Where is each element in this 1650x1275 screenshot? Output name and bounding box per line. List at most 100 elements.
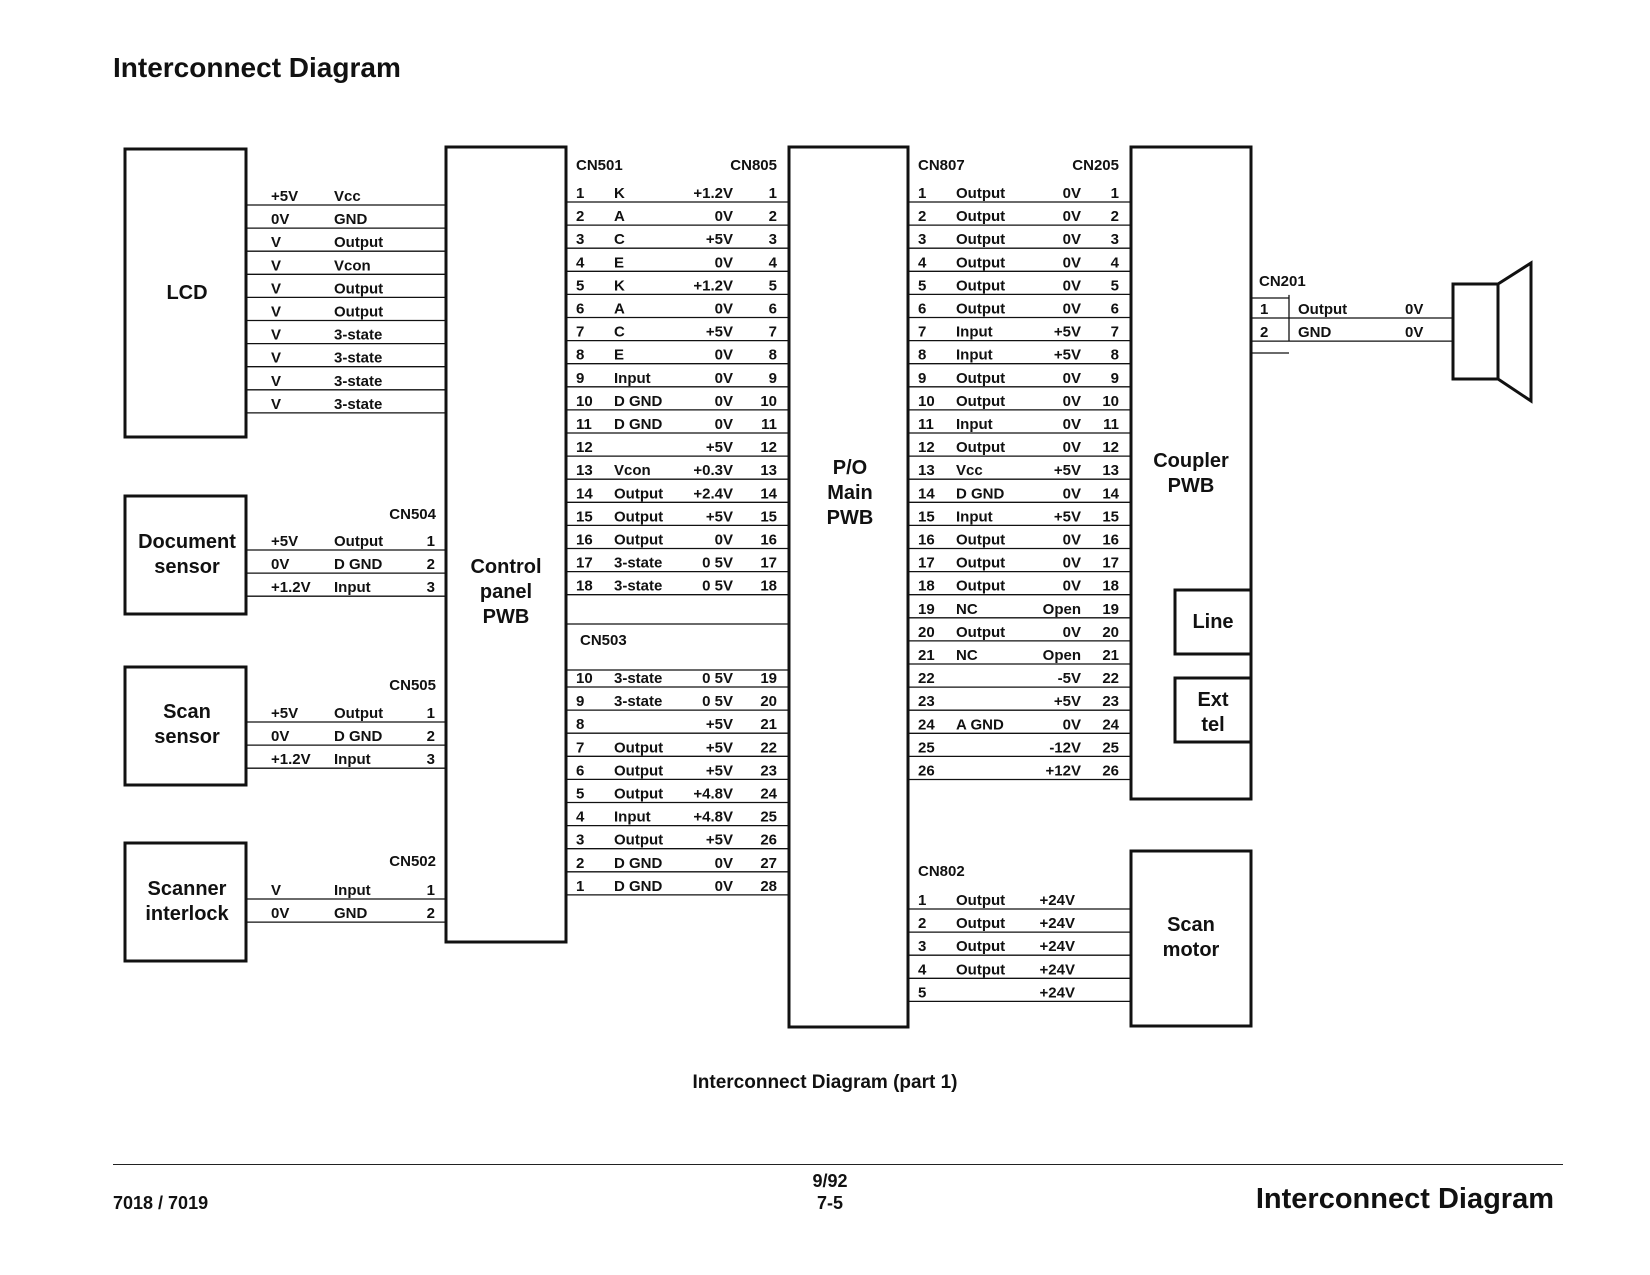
cn807-cell: +5V — [1054, 508, 1081, 525]
cn503-cell: +4.8V — [693, 786, 733, 803]
cn501-cell: 6 — [769, 301, 777, 318]
cn501-cell: 5 — [769, 277, 777, 294]
lcd-cell: V — [271, 373, 281, 390]
cn807-cell: 22 — [918, 670, 935, 687]
cn505-cell: 3 — [427, 751, 435, 768]
cn807-cell: 8 — [1111, 347, 1119, 364]
cn502-cell: 0V — [271, 905, 289, 922]
cn501-label: CN501 — [576, 157, 623, 174]
cn501-cell: 2 — [769, 208, 777, 225]
coupler-label: Coupler — [1153, 450, 1229, 472]
cn802-cell: Output — [956, 938, 1005, 955]
line-label: Line — [1192, 611, 1233, 633]
line-box — [1173, 588, 1253, 656]
cn503-cell: +5V — [706, 716, 733, 733]
cn501-cell: 3-state — [614, 555, 662, 572]
cn807-cell: 0V — [1063, 301, 1081, 318]
cn807-cell: 0V — [1063, 254, 1081, 271]
scan_sensor-label: sensor — [154, 726, 220, 748]
cn807-cell: Open — [1043, 601, 1081, 618]
cn807-cell: 1 — [918, 185, 926, 202]
cn807-cell: D GND — [956, 485, 1005, 502]
cn807-cell: 12 — [918, 439, 935, 456]
cn807-cell: Input — [956, 324, 993, 341]
cn807-cell: 14 — [918, 485, 935, 502]
cn802-cell: +24V — [1040, 938, 1075, 955]
cn807-cell: 23 — [918, 693, 935, 710]
cn501-cell: C — [614, 231, 625, 248]
cn501-cell: 3 — [576, 231, 584, 248]
cn503-cell: 0V — [715, 878, 733, 895]
cn807-cell: +5V — [1054, 324, 1081, 341]
cn501-cell: 16 — [760, 532, 777, 549]
po_main-label: PWB — [827, 507, 874, 529]
cn807-cell: 0V — [1063, 370, 1081, 387]
cn201-cell: 0V — [1405, 324, 1423, 341]
coupler-box — [1129, 145, 1253, 801]
cn502-cell: V — [271, 882, 281, 899]
po_main-label: P/O — [833, 457, 867, 479]
cn501-cell: 17 — [760, 555, 777, 572]
footer-page-line2: 7-5 — [816, 1193, 843, 1213]
cn802-label: CN802 — [918, 863, 965, 880]
cn807-cell: 0V — [1063, 439, 1081, 456]
cn501-cell: 18 — [760, 578, 777, 595]
cn505-cell: 1 — [427, 705, 435, 722]
cn501-cell: 0 5V — [702, 555, 733, 572]
cn503-cell: +5V — [706, 832, 733, 849]
cn807-cell: Output — [956, 624, 1005, 641]
cn807-cell: Open — [1043, 647, 1081, 664]
cn501-cell: E — [614, 347, 624, 364]
cn503-cell: 5 — [576, 786, 584, 803]
cn503-cell: 9 — [576, 693, 584, 710]
cn807-cell: 21 — [1102, 647, 1119, 664]
cn501-cell: E — [614, 254, 624, 271]
cn802-cell: 1 — [918, 892, 926, 909]
cn503-cell: +4.8V — [693, 809, 733, 826]
cn501-cell: 8 — [576, 347, 584, 364]
cn501-cell: 0V — [715, 301, 733, 318]
cn807-cell: 0V — [1063, 716, 1081, 733]
control_panel-label: PWB — [483, 606, 530, 628]
cn501-cell: 12 — [576, 439, 593, 456]
cn501-cell: 2 — [576, 208, 584, 225]
cn501-cell: C — [614, 324, 625, 341]
cn807-cell: 26 — [918, 763, 935, 780]
cn807-cell: 24 — [1102, 716, 1119, 733]
cn504-cell: Output — [334, 533, 383, 550]
cn503-cell: 0 5V — [702, 693, 733, 710]
cn807-cell: 0V — [1063, 277, 1081, 294]
cn501-label-right: CN805 — [730, 157, 777, 174]
cn504-label: CN504 — [389, 506, 436, 523]
cn501-cell: 14 — [576, 485, 593, 502]
cn503-cell: 10 — [576, 670, 593, 687]
cn503-cell: 23 — [760, 762, 777, 779]
cn807-cell: 12 — [1102, 439, 1119, 456]
cn807-cell: 5 — [1111, 277, 1119, 294]
cn501-cell: 5 — [576, 277, 584, 294]
cn807-cell: 23 — [1102, 693, 1119, 710]
cn503-cell: Output — [614, 832, 663, 849]
po_main-label: Main — [827, 482, 873, 504]
lcd-cell: Output — [334, 234, 383, 251]
cn802-cell: 2 — [918, 915, 926, 932]
cn501-cell: +2.4V — [693, 485, 733, 502]
cn802-cell: 3 — [918, 938, 926, 955]
cn807-cell: Input — [956, 347, 993, 364]
cn501-cell: +5V — [706, 508, 733, 525]
cn807-cell: 11 — [1103, 416, 1119, 433]
cn501-cell: 0V — [715, 370, 733, 387]
footer-page-line1: 9/92 — [812, 1171, 848, 1191]
lcd-cell: 0V — [271, 211, 289, 228]
lcd-cell: V — [271, 280, 281, 297]
cn201-cell: GND — [1298, 324, 1332, 341]
coupler-label: PWB — [1168, 475, 1215, 497]
cn807-cell: 13 — [918, 462, 935, 479]
cn501-cell: 7 — [576, 324, 584, 341]
cn503-cell: Output — [614, 739, 663, 756]
cn807-cell: 25 — [1102, 739, 1119, 756]
lcd-cell: Output — [334, 280, 383, 297]
cn503-cell: 3 — [576, 832, 584, 849]
cn807-cell: Output — [956, 393, 1005, 410]
cn503-cell: 1 — [576, 878, 584, 895]
